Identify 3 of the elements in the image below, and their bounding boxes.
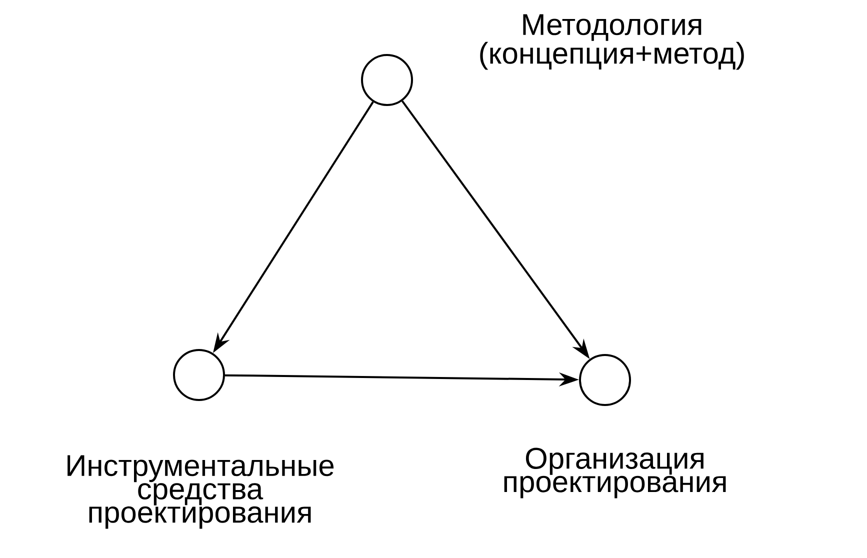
node-caption: Инструментальные средства проектирования	[68, 455, 334, 529]
node-caption: Организация проектирования	[504, 448, 726, 498]
node-caption: Методология (концепция+метод)	[480, 14, 744, 70]
